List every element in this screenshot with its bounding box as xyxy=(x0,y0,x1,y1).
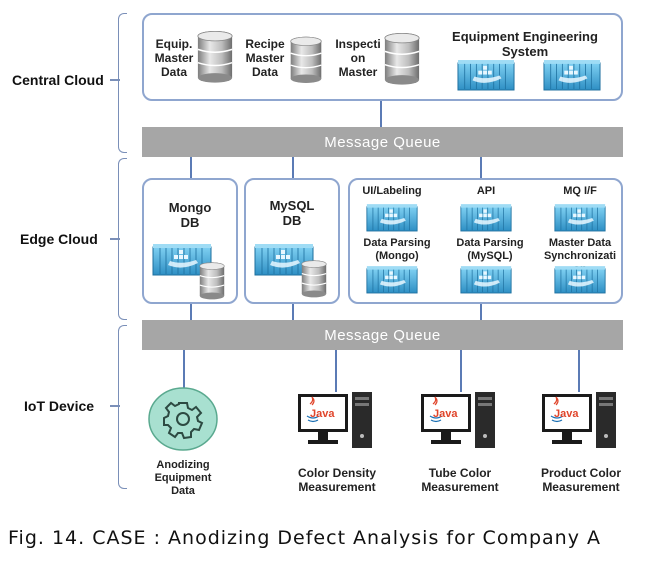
service-label-data-parsing-mysql: Data Parsing (MySQL) xyxy=(456,237,524,262)
message-queue-upper: Message Queue xyxy=(142,127,623,157)
docker-container-icon xyxy=(460,203,512,233)
java-pc-icon xyxy=(413,390,505,456)
database-icon xyxy=(300,260,328,298)
java-pc-icon xyxy=(534,390,626,456)
connector-line xyxy=(190,304,192,320)
docker-container-icon xyxy=(366,203,418,233)
bracket-iot-device xyxy=(118,325,127,489)
database-icon xyxy=(289,36,323,84)
service-label-ui-labeling: UI/Labeling xyxy=(362,185,422,197)
connector-line xyxy=(335,350,337,392)
java-pc-icon xyxy=(290,390,382,456)
connector-line xyxy=(480,304,482,320)
service-label-api: API xyxy=(476,185,496,197)
anodizing-equipment-label: Anodizing Equipment Data xyxy=(154,459,212,497)
mysql-db-label: MySQL DB xyxy=(269,198,315,228)
tier-label-iot-device: IoT Device xyxy=(24,398,95,414)
gear-icon xyxy=(148,387,218,451)
tube-color-measurement-label: Tube Color Measurement xyxy=(421,466,499,494)
tier-label-edge-cloud: Edge Cloud xyxy=(20,231,98,247)
docker-container-icon xyxy=(460,265,512,295)
connector-line xyxy=(183,350,185,390)
message-queue-lower: Message Queue xyxy=(142,320,623,350)
docker-container-icon xyxy=(554,203,606,233)
product-color-measurement-label: Product Color Measurement xyxy=(541,466,621,494)
connector-line xyxy=(380,101,382,127)
database-icon xyxy=(383,32,421,86)
java-screen-text: Java xyxy=(310,408,335,420)
java-screen-text: Java xyxy=(554,408,579,420)
tier-label-central-cloud: Central Cloud xyxy=(12,72,104,88)
docker-container-icon xyxy=(554,265,606,295)
connector-line xyxy=(292,157,294,179)
color-density-measurement-label: Color Density Measurement xyxy=(297,466,376,494)
docker-container-icon xyxy=(543,59,601,92)
connector-line xyxy=(292,304,294,320)
db-label-inspection-master: Inspecti on Master xyxy=(335,37,381,79)
bracket-tick-edge xyxy=(110,238,120,240)
bracket-tick-central xyxy=(110,79,120,81)
db-label-recipe-master: Recipe Master Data xyxy=(245,37,285,79)
service-label-data-parsing-mongo: Data Parsing (Mongo) xyxy=(363,237,431,262)
bracket-tick-iot xyxy=(110,405,120,407)
central-cloud-panel xyxy=(142,13,623,101)
connector-line xyxy=(480,157,482,179)
bracket-central-cloud xyxy=(118,13,127,153)
connector-line xyxy=(190,157,192,179)
service-label-mq-if: MQ I/F xyxy=(563,185,597,197)
connector-line xyxy=(578,350,580,392)
db-label-equip-master: Equip. Master Data xyxy=(154,37,194,79)
database-icon xyxy=(198,262,226,300)
connector-line xyxy=(460,350,462,392)
java-screen-text: Java xyxy=(433,408,458,420)
figure-caption: Fig. 14. CASE : Anodizing Defect Analysi… xyxy=(8,527,601,549)
docker-container-icon xyxy=(457,59,515,92)
database-icon xyxy=(196,30,234,84)
equipment-engineering-system-label: Equipment Engineering System xyxy=(452,29,598,59)
mongo-db-label: Mongo DB xyxy=(168,200,212,230)
docker-container-icon xyxy=(366,265,418,295)
